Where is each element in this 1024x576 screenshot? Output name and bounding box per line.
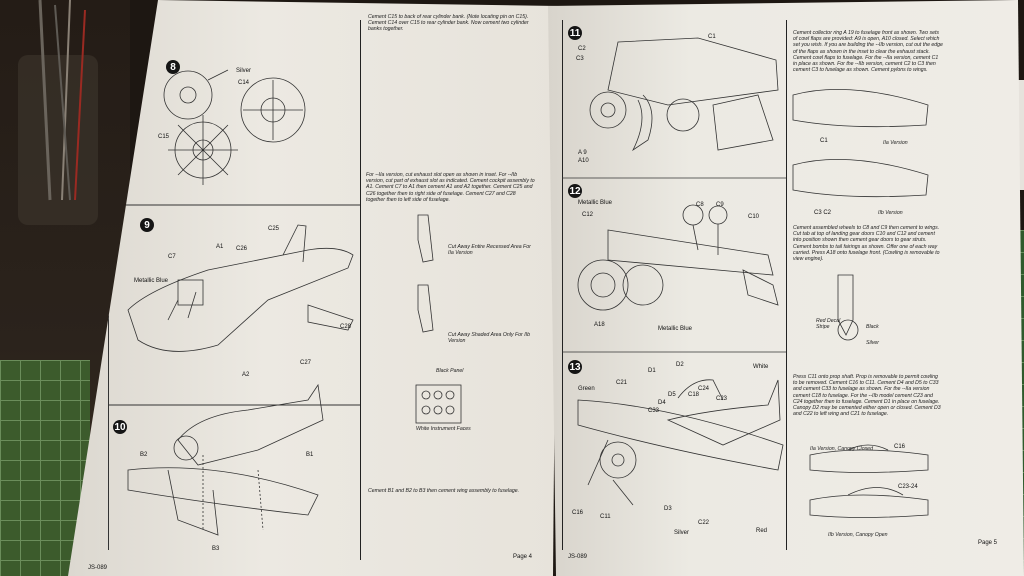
label-b3: B3 (212, 546, 220, 552)
label-c25: C25 (268, 226, 280, 232)
step-8-number: 8 (166, 60, 180, 74)
label-metallic-blue: Metallic Blue (134, 278, 169, 284)
label-c21: C21 (616, 380, 628, 386)
right-page-number: Page 5 (978, 540, 998, 546)
label-green: Green (578, 386, 595, 392)
step10-instructions: Cement B1 and B2 to B3 then cement wing … (368, 488, 520, 494)
step9-instructions: For --IIa version, cut exhaust slot open… (366, 172, 535, 203)
label-c1-b: C1 (820, 138, 828, 144)
label-c9: C9 (716, 202, 724, 208)
right-page-border (562, 20, 563, 550)
left-page-code: JS-089 (88, 565, 108, 571)
label-silver-13: Silver (674, 530, 690, 536)
label-c2: C2 (578, 46, 586, 52)
silver-label: Silver (866, 340, 879, 346)
label-d2: D2 (676, 362, 684, 368)
step13-instructions: Press C11 onto prop shaft. Prop is remov… (793, 374, 941, 418)
label-c3c2: C3 C2 (814, 210, 832, 216)
white-faces-note: White Instrument Faces (416, 426, 471, 432)
label-c27: C27 (300, 360, 312, 366)
step11-instructions: Cement collector ring A 19 to fuselage f… (793, 30, 943, 74)
step12-instructions: Cement assembled wheels to C8 and C9 the… (793, 225, 940, 263)
step-13-number: 13 (568, 360, 582, 374)
label-d4: D4 (658, 400, 666, 406)
red-decal-stripe-label: Red Decal Stripe (816, 318, 841, 331)
step-12-number: 12 (568, 184, 582, 198)
right-panel-divider (786, 20, 787, 550)
label-c22: C22 (698, 520, 710, 526)
label-c16: C16 (572, 510, 584, 516)
step-10-number: 10 (113, 420, 127, 434)
label-silver: Silver (236, 68, 252, 74)
right-page: 11 12 13 Cement collector ring A 19 to f… (548, 0, 1024, 576)
canopy-closed-label: IIa Version, Canopy Closed (810, 446, 873, 452)
label-c14: C14 (238, 80, 250, 86)
label-a18: A18 (594, 322, 605, 328)
step-11-number: 11 (568, 26, 582, 40)
label-c7: C7 (168, 254, 176, 260)
left-page: 8 9 10 Cement C15 to back of rear cylind… (68, 0, 558, 576)
instruction-booklet: 8 9 10 Cement C15 to back of rear cylind… (68, 0, 1024, 576)
label-c15: C15 (158, 134, 170, 140)
label-c24: C24 (698, 386, 710, 392)
iib-version-label: IIb Version (878, 210, 903, 216)
label-a1: A1 (216, 244, 224, 250)
step-9-number: 9 (140, 218, 154, 232)
label-c1: C1 (708, 34, 716, 40)
label-red: Red (756, 528, 768, 534)
label-c10: C10 (748, 214, 760, 220)
label-c28: C28 (340, 324, 352, 330)
label-a9: A 9 (578, 150, 587, 156)
step8-instructions: Cement C15 to back of rear cylinder bank… (368, 14, 529, 33)
label-c12: C12 (582, 212, 594, 218)
label-a10: A10 (578, 158, 589, 164)
label-c18: C18 (688, 392, 700, 398)
label-b2: B2 (140, 452, 148, 458)
label-c11: C11 (600, 514, 611, 520)
label-b1: B1 (306, 452, 314, 458)
label-d1: D1 (648, 368, 656, 374)
left-page-number: Page 4 (513, 554, 533, 560)
left-illustrations (108, 69, 462, 536)
canopy-open-label: IIb Version, Canopy Open (828, 532, 888, 538)
right-illustrations (562, 37, 929, 518)
label-c8: C8 (696, 202, 704, 208)
label-metallic-blue-b: Metallic Blue (658, 326, 693, 332)
label-a2: A2 (242, 372, 250, 378)
label-c23: C23 (716, 396, 728, 402)
panel-divider (360, 20, 361, 560)
label-c26: C26 (236, 246, 248, 252)
black-label: Black (866, 324, 879, 330)
label-c33: C33 (648, 408, 660, 414)
right-page-code: JS-089 (568, 554, 588, 560)
cut-shaded-note: Cut Away Shaded Area Only For IIb Versio… (448, 332, 530, 345)
label-c16-b: C16 (894, 444, 906, 450)
label-white: White (753, 364, 769, 370)
label-c3: C3 (576, 56, 584, 62)
label-d5: D5 (668, 392, 676, 398)
black-panel-note: Black Panel (436, 368, 464, 374)
label-d3: D3 (664, 506, 672, 512)
iia-version-label: IIa Version (883, 140, 908, 146)
cut-entire-note: Cut Away Entire Recessed Area For IIa Ve… (448, 244, 531, 257)
label-c23-24: C23-24 (898, 484, 918, 490)
label-metallic-blue-12: Metallic Blue (578, 200, 613, 206)
